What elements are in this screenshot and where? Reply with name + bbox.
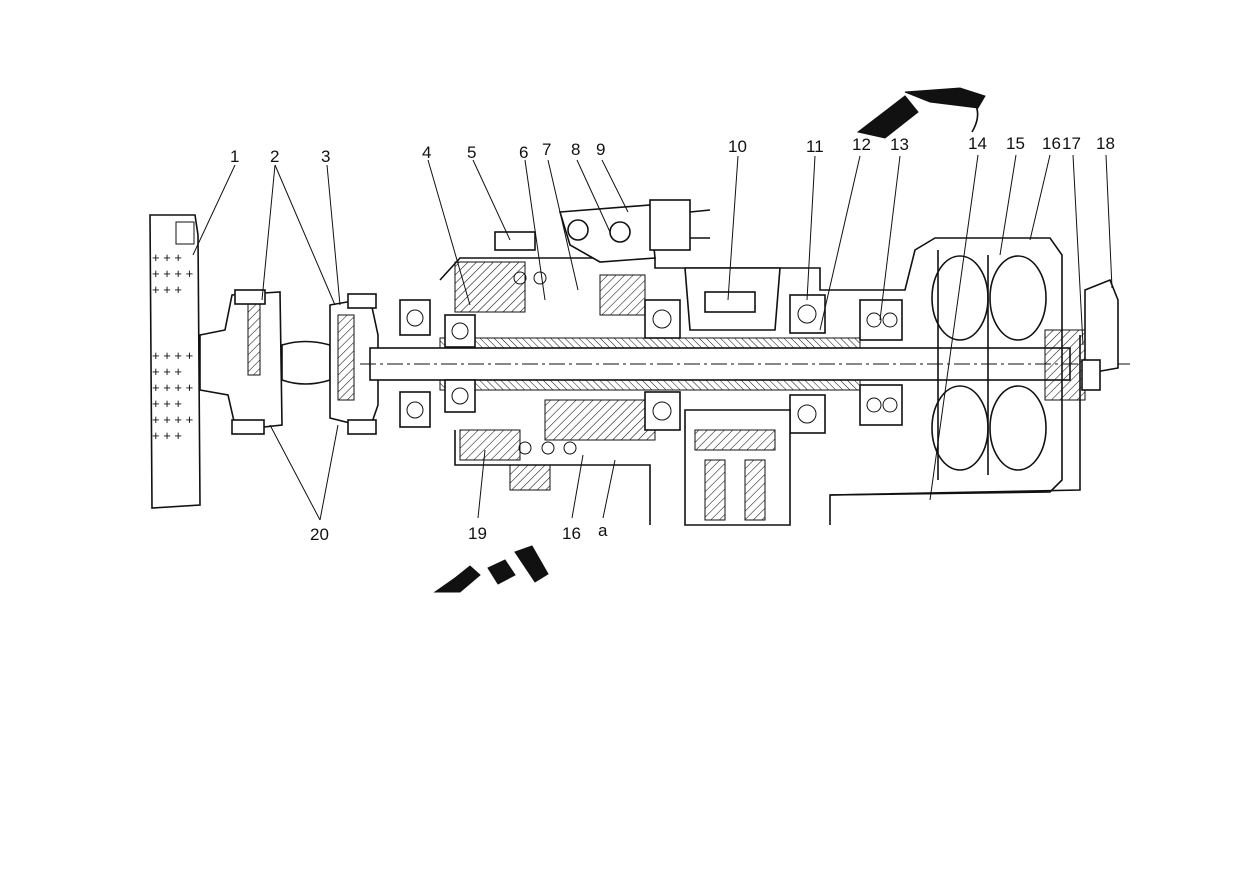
scan-artifact-bottom <box>433 545 549 593</box>
coupling-right <box>329 293 379 435</box>
part-1-plate: + + ++ + + ++ + + + + + ++ + ++ + + + + … <box>149 214 201 509</box>
svg-text:+ + + +: + + + + <box>152 266 193 281</box>
callout-12: 12 <box>852 135 871 154</box>
end-cap <box>1044 278 1119 401</box>
callout-8: 8 <box>571 140 580 159</box>
svg-text:+ + + +: + + + + <box>152 380 193 395</box>
coupling-left <box>199 289 331 435</box>
callout-18: 18 <box>1096 134 1115 153</box>
svg-text:+ + +: + + + <box>152 396 182 411</box>
central-gear <box>684 267 791 526</box>
callout-2: 2 <box>270 147 279 166</box>
callout-labels: 1 2 3 4 5 6 7 8 9 10 11 12 13 14 15 16 1… <box>230 134 1115 544</box>
scan-artifact-top <box>856 87 986 139</box>
callout-5: 5 <box>467 143 476 162</box>
callout-10: 10 <box>728 137 747 156</box>
svg-text:+ + +: + + + <box>152 250 182 265</box>
callout-3: 3 <box>321 147 330 166</box>
callout-4: 4 <box>422 143 431 162</box>
callout-19: 19 <box>468 524 487 543</box>
callout-14: 14 <box>968 134 987 153</box>
callout-13: 13 <box>890 135 909 154</box>
callout-16-bottom: 16 <box>562 524 581 543</box>
control-block <box>494 199 711 263</box>
bearings <box>399 294 903 434</box>
svg-text:+ + + +: + + + + <box>152 348 193 363</box>
svg-text:+ + +: + + + <box>152 364 182 379</box>
callout-20: 20 <box>310 525 329 544</box>
leader-lines <box>192 154 1113 521</box>
svg-text:+ + +: + + + <box>152 428 182 443</box>
svg-text:+ + +: + + + <box>152 282 182 297</box>
callout-16-top: 16 <box>1042 134 1061 153</box>
springs <box>513 271 577 455</box>
svg-text:+ + + +: + + + + <box>152 412 193 427</box>
callout-6: 6 <box>519 143 528 162</box>
callout-15: 15 <box>1006 134 1025 153</box>
callout-1: 1 <box>230 147 239 166</box>
callout-7: 7 <box>542 140 551 159</box>
callout-a: a <box>598 521 608 540</box>
callout-17: 17 <box>1062 134 1081 153</box>
callout-11: 11 <box>806 137 824 156</box>
callout-9: 9 <box>596 140 605 159</box>
